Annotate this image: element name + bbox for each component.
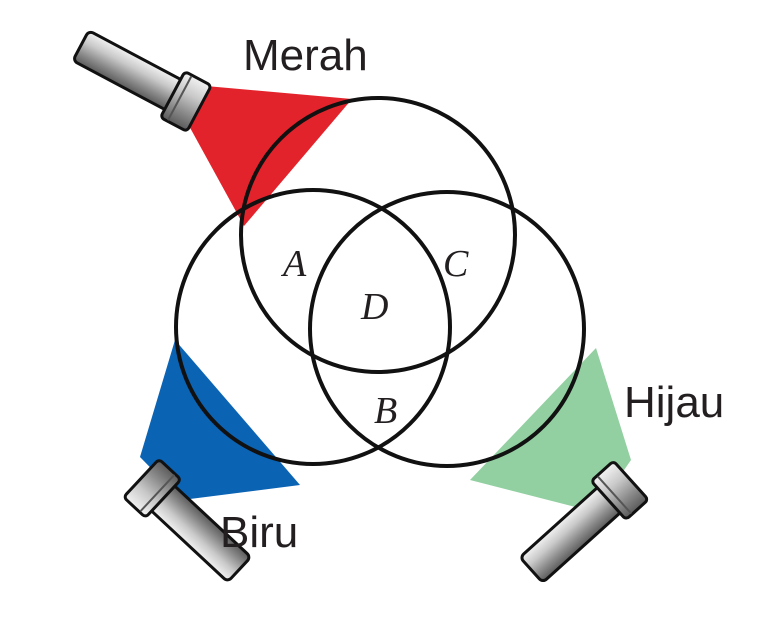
green-beam xyxy=(470,348,631,512)
region-label-d: D xyxy=(360,286,388,328)
blue-beam xyxy=(140,340,300,500)
red-circle xyxy=(239,96,517,374)
green-circle xyxy=(308,190,586,468)
red-light-label: Merah xyxy=(243,31,368,80)
region-label-c: C xyxy=(443,243,469,285)
green-flashlight xyxy=(520,461,649,583)
red-beam xyxy=(188,86,352,226)
green-light-label: Hijau xyxy=(624,378,724,427)
blue-flashlight xyxy=(123,459,251,582)
region-label-b: B xyxy=(374,390,397,432)
blue-circle xyxy=(174,188,452,466)
region-label-a: A xyxy=(280,243,307,285)
red-flashlight xyxy=(73,30,212,132)
blue-light-label: Biru xyxy=(220,508,298,557)
